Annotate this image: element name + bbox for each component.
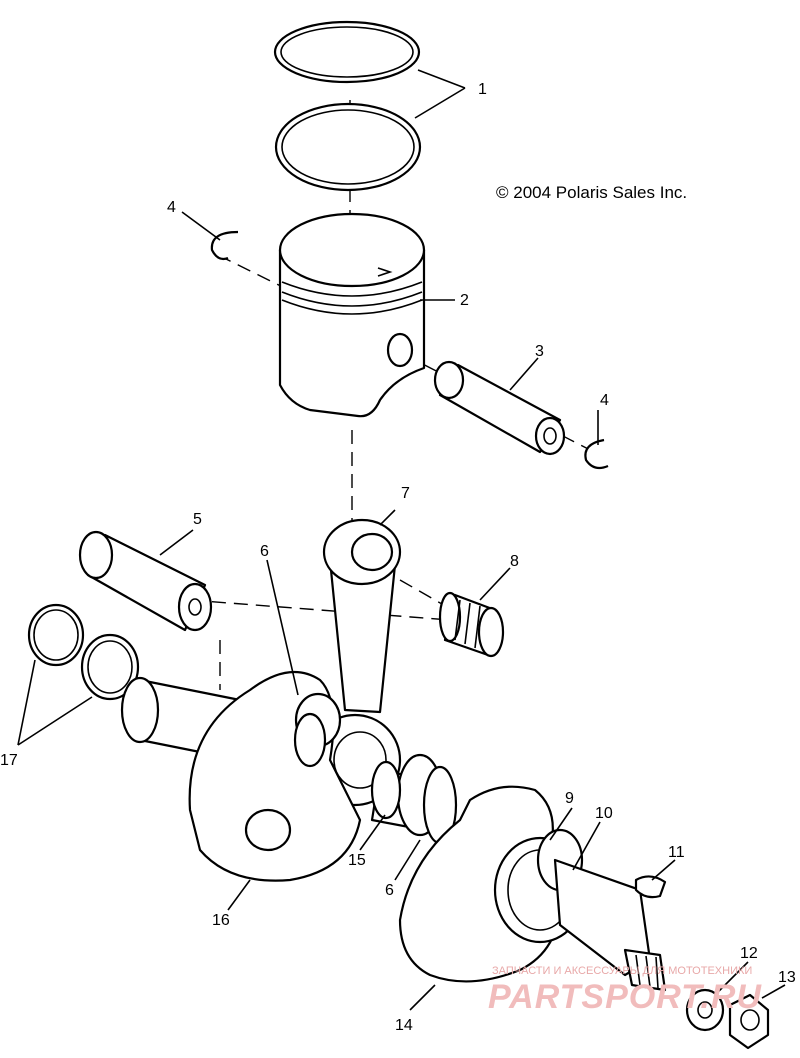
callout-13: 13 bbox=[778, 969, 796, 986]
watermark: ЗАПЧАСТИ И АКСЕССУАРЫ ДЛЯ МОТОТЕХНИКИ PA… bbox=[488, 965, 762, 1016]
copyright-text: © 2004 Polaris Sales Inc. bbox=[496, 183, 687, 202]
callout-17: 17 bbox=[0, 752, 18, 769]
callout-9: 9 bbox=[565, 790, 574, 807]
callout-labels: 1 2 3 4 4 5 6 6 7 8 9 10 11 12 13 14 15 … bbox=[0, 81, 796, 1034]
callout-12: 12 bbox=[740, 945, 758, 962]
piston bbox=[278, 212, 426, 418]
center-bearing-stack bbox=[370, 753, 458, 845]
callout-1: 1 bbox=[478, 81, 487, 98]
crank-half-mag bbox=[398, 785, 667, 992]
callout-15: 15 bbox=[348, 852, 366, 869]
callout-3: 3 bbox=[535, 343, 544, 360]
callout-14: 14 bbox=[395, 1017, 413, 1034]
callout-16: 16 bbox=[212, 912, 230, 929]
leader-lines bbox=[17, 69, 786, 1011]
woodruff-key bbox=[634, 875, 667, 899]
callout-4-right: 4 bbox=[600, 392, 609, 409]
watermark-tagline: ЗАПЧАСТИ И АКСЕССУАРЫ ДЛЯ МОТОТЕХНИКИ bbox=[492, 965, 752, 977]
callout-10: 10 bbox=[595, 805, 613, 822]
piston-rings bbox=[273, 20, 422, 192]
watermark-logo: PARTSPORT.RU bbox=[488, 978, 762, 1016]
seal-rings bbox=[27, 603, 140, 701]
callout-7: 7 bbox=[401, 485, 410, 502]
callout-4-left: 4 bbox=[167, 199, 176, 216]
piston-pin bbox=[433, 360, 566, 456]
callout-8: 8 bbox=[510, 553, 519, 570]
washer-and-nut bbox=[685, 988, 770, 1050]
crank-pin bbox=[78, 530, 213, 632]
callout-6-upper: 6 bbox=[260, 543, 269, 560]
crank-half-pto bbox=[120, 670, 362, 882]
callout-2: 2 bbox=[460, 292, 469, 309]
callout-6-lower: 6 bbox=[385, 882, 394, 899]
needle-bearing bbox=[438, 591, 505, 658]
callout-11: 11 bbox=[668, 844, 685, 861]
callout-5: 5 bbox=[193, 511, 202, 528]
